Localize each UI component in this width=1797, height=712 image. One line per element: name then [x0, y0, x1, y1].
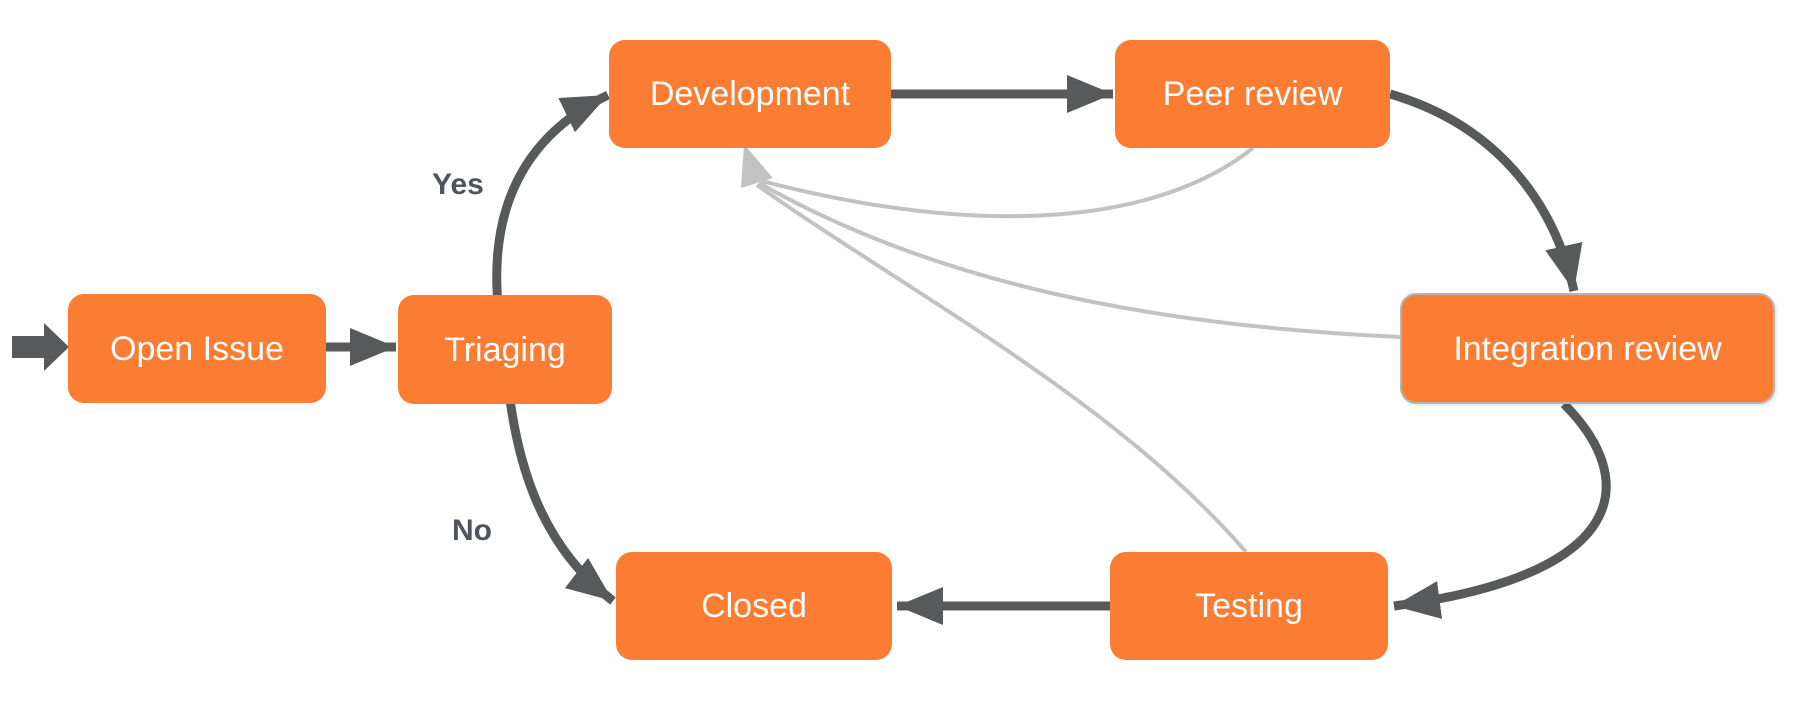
flowchart-node-integration-review: Integration review [1400, 293, 1775, 404]
node-label-closed: Closed [701, 587, 807, 625]
flowchart-node-development: Development [609, 40, 891, 148]
edge-integration-review-testing [1393, 400, 1611, 619]
feedback-arrowhead [741, 144, 773, 188]
edge-integration-review-development-feedback [758, 181, 1401, 339]
edge-start-open-issue-arrowhead [44, 323, 69, 371]
edge-testing-development-feedback [755, 183, 1248, 554]
flowchart-node-triaging: Triaging [398, 295, 612, 404]
node-label-integration-review: Integration review [1453, 329, 1722, 368]
flowchart-node-peer-review: Peer review [1115, 40, 1390, 148]
edge-label-no: No [452, 514, 492, 547]
edge-label-yes: Yes [432, 168, 484, 201]
edge-peer-review-integration-review [1388, 89, 1583, 292]
flowchart-node-testing: Testing [1110, 552, 1388, 660]
edge-peer-review-development-feedback [761, 146, 1255, 219]
node-label-triaging: Triaging [444, 330, 566, 369]
node-label-testing: Testing [1195, 587, 1303, 625]
flowchart-node-closed: Closed [616, 552, 892, 660]
flowchart-node-open-issue: Open Issue [68, 294, 326, 403]
node-label-development: Development [649, 75, 851, 113]
node-label-peer-review: Peer review [1162, 75, 1343, 113]
node-label-open-issue: Open Issue [110, 329, 284, 368]
